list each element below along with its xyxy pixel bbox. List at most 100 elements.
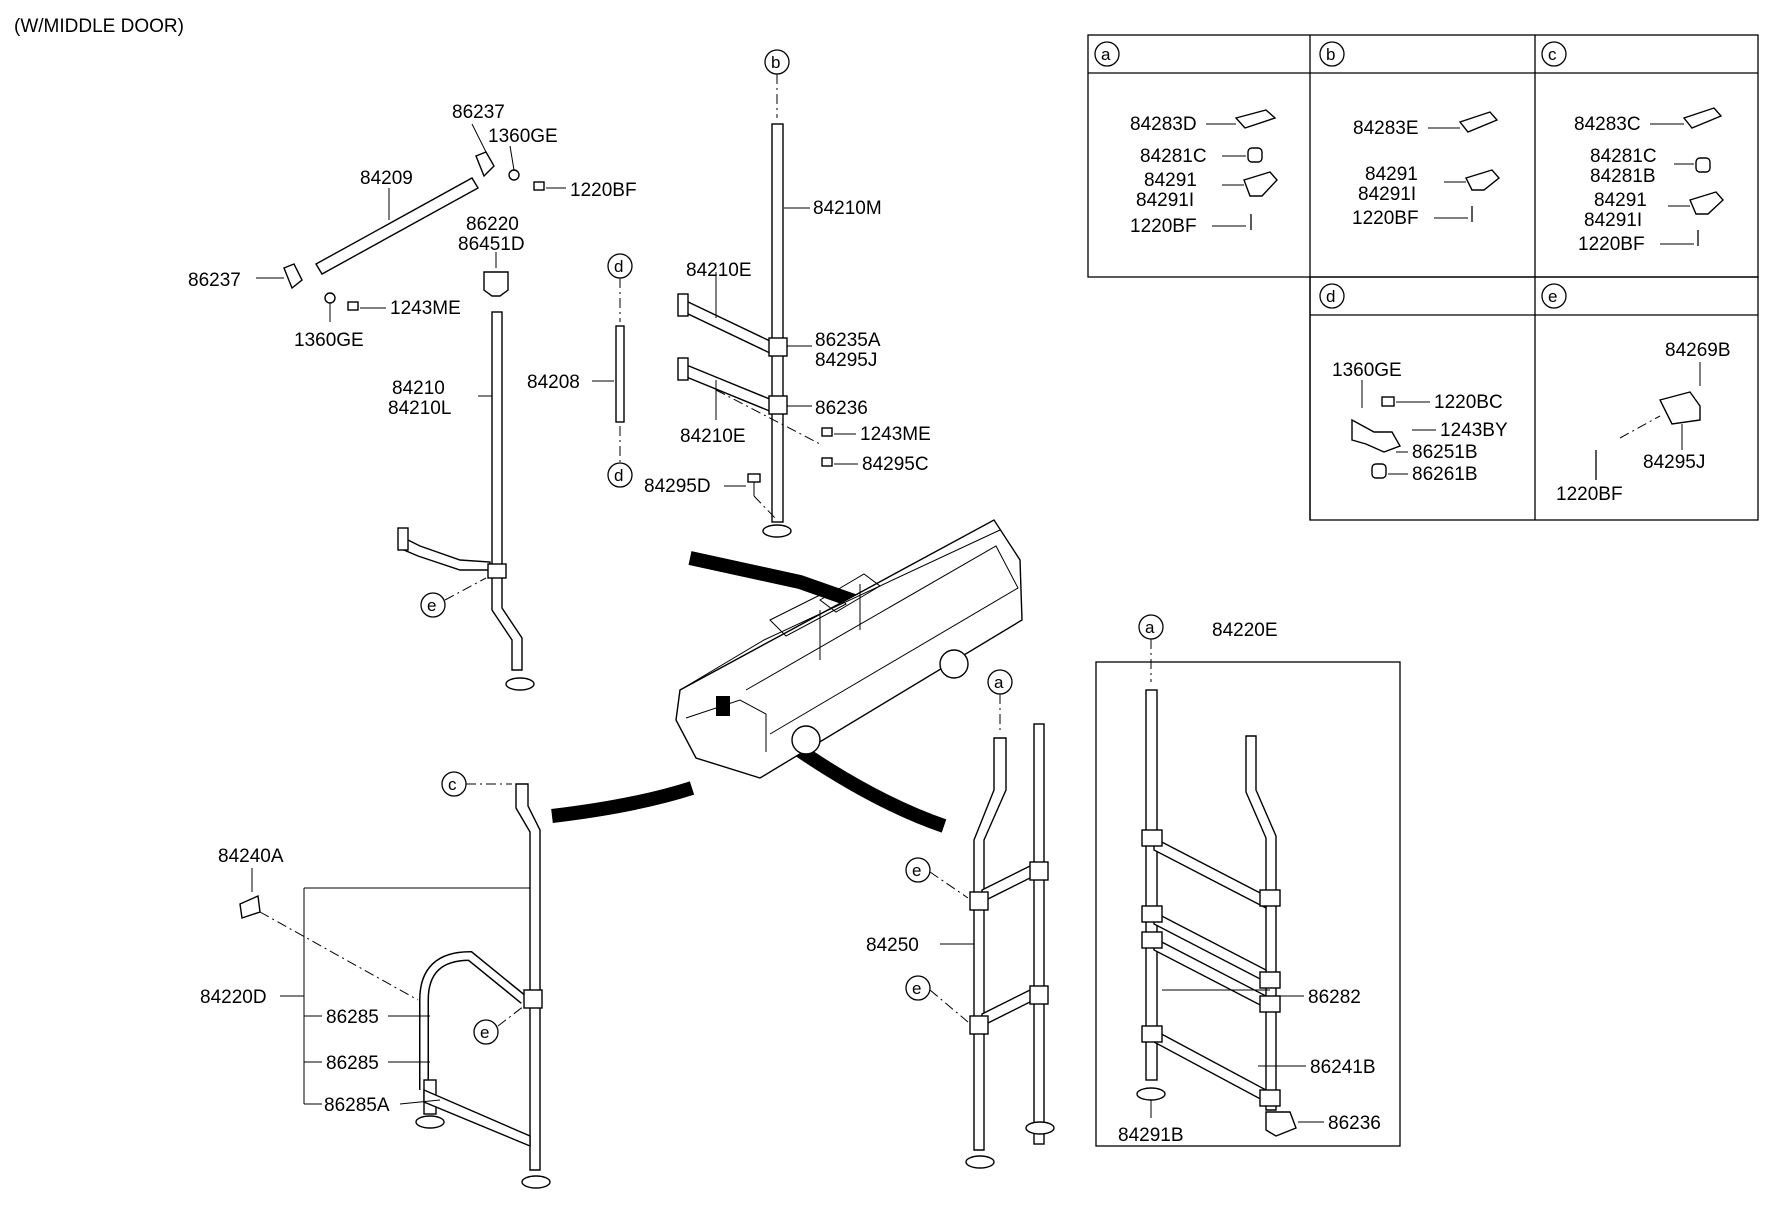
ref-letter-b: b xyxy=(1326,45,1335,64)
pole-84210-tube xyxy=(491,311,503,569)
cell-d-label-1: 1360GE xyxy=(1332,360,1402,381)
label-84295D: 84295D xyxy=(644,476,711,497)
cell-d-label-3: 1243BY xyxy=(1440,420,1508,441)
label-1243ME-mid: 1243ME xyxy=(860,424,931,445)
detail-table: a 84283D 84281C 84291 84291I 1220BF b 84… xyxy=(1087,34,1759,521)
detail-cell-d: d 1360GE 1220BC 1243BY 86251B 86261B xyxy=(1319,283,1508,485)
ref-letter-c-main: c xyxy=(448,775,457,794)
pole-84210M-foot xyxy=(762,524,792,538)
bracket-84283D-icon xyxy=(1234,109,1277,129)
ref-letter-d-top: d xyxy=(614,257,623,276)
detail-cell-a: a 84283D 84281C 84291 84291I 1220BF xyxy=(1094,41,1278,237)
detail-cell-e: e 84269B 84295J 1220BF xyxy=(1541,283,1731,505)
label-86241B: 86241B xyxy=(1310,1057,1376,1078)
ref-letter-a-84250: a xyxy=(994,673,1004,692)
clamp-e-84220D xyxy=(523,989,543,1009)
cell-c-label-2: 84281C xyxy=(1590,146,1657,167)
label-84291B: 84291B xyxy=(1118,1125,1184,1146)
arm-84210E-lower xyxy=(683,362,773,414)
bar-86285A xyxy=(423,1088,531,1148)
label-1243ME-left: 1243ME xyxy=(390,298,461,319)
rod-84208: d 84208 d xyxy=(527,253,633,488)
label-86285-2: 86285 xyxy=(326,1053,379,1074)
cell-b-label-1: 84283E xyxy=(1353,118,1419,139)
pole-84210-flange xyxy=(397,527,409,551)
label-84250: 84250 xyxy=(866,935,919,956)
label-86285-1: 86285 xyxy=(326,1007,379,1028)
bracket-84283E-icon xyxy=(1458,111,1499,133)
bolt-1220BF-top xyxy=(533,181,545,191)
pole-84210-clamp xyxy=(487,563,507,579)
bolt-1243ME-mid xyxy=(821,427,833,437)
pole-84220E-left xyxy=(1145,689,1158,1081)
washer-1360GE-top xyxy=(508,169,520,181)
ref-letter-e: e xyxy=(1548,287,1557,306)
pole-84210-arm xyxy=(403,536,491,571)
label-1360GE-top: 1360GE xyxy=(488,126,558,147)
roof-hatch-1 xyxy=(769,589,847,637)
label-86220: 86220 xyxy=(466,214,519,235)
ref-letter-e-84250-lower: e xyxy=(912,979,921,998)
washer-1360GE-left xyxy=(324,292,336,304)
cell-a-label-4: 84291I xyxy=(1136,190,1194,211)
bolt-84295C xyxy=(821,457,833,467)
cap-84281C-icon xyxy=(1247,147,1263,163)
rung-84250-upper xyxy=(981,862,1035,904)
label-84210M: 84210M xyxy=(813,198,882,219)
bracket-86237-left xyxy=(283,263,303,290)
pointer-wedge-left xyxy=(551,781,695,823)
bolt-1243ME-left xyxy=(347,301,359,311)
assembly-84250: a e e 84250 xyxy=(866,669,1055,1169)
cell-e-label-1: 84269B xyxy=(1665,340,1731,361)
box-84220E xyxy=(1095,661,1401,1147)
clamp-86235A xyxy=(768,337,788,357)
flange-upper xyxy=(677,293,689,317)
pole-84210M: b 84210M 84210E 86235A 84295J 86236 8421… xyxy=(644,49,931,538)
ref-letter-e-84250-upper: e xyxy=(912,861,921,880)
pole-84220D-foot xyxy=(521,1175,551,1189)
bracket-84283C-icon xyxy=(1682,107,1723,129)
label-84210E-lower: 84210E xyxy=(680,426,746,447)
ref-circle-c xyxy=(1541,41,1567,67)
label-86237-top: 86237 xyxy=(452,102,505,123)
diagram-title: (W/MIDDLE DOOR) xyxy=(14,16,184,37)
clip-84240A xyxy=(239,894,261,919)
pole-84250-left xyxy=(973,737,1007,1151)
cell-e-label-2: 84295J xyxy=(1643,452,1705,473)
pole-84210-foot xyxy=(505,677,535,691)
flange-lower xyxy=(677,357,689,381)
ref-circle-e-84250-upper xyxy=(905,857,931,883)
label-84210L: 84210L xyxy=(388,398,451,419)
rung-84220E-4 xyxy=(1153,1028,1267,1104)
label-84220D: 84220D xyxy=(200,987,267,1008)
cell-d-label-5: 86261B xyxy=(1412,464,1478,485)
bracket-86237-top xyxy=(475,151,495,178)
label-84220E: 84220E xyxy=(1212,620,1278,641)
rod-84208-tube xyxy=(615,325,625,423)
bus-door-marker xyxy=(716,696,730,716)
base-84291-c-icon xyxy=(1689,191,1724,215)
bus-wheel-rear xyxy=(939,649,969,679)
cap-84281-icon xyxy=(1695,157,1711,173)
ref-letter-d: d xyxy=(1326,287,1335,306)
cell-c-label-5: 84291I xyxy=(1584,210,1642,231)
screw-84295D xyxy=(747,473,761,483)
rung-84250-lower xyxy=(981,986,1035,1028)
assembly-84220D: c e 84220D 86285 86285 86285A 84240A xyxy=(200,771,551,1189)
clamp-84295J-icon xyxy=(1658,391,1701,425)
bolt-1220BC-icon xyxy=(1381,396,1395,407)
pole-84250-right xyxy=(1033,723,1045,1145)
label-86237-left: 86237 xyxy=(188,270,241,291)
cell-b-label-2: 84291 xyxy=(1365,164,1418,185)
ref-letter-b: b xyxy=(771,53,780,72)
cell-c-label-3: 84281B xyxy=(1590,166,1656,187)
ref-letter-a-84220E: a xyxy=(1145,618,1155,637)
label-1360GE-left: 1360GE xyxy=(294,330,364,351)
label-86236-right: 86236 xyxy=(1328,1113,1381,1134)
cell-c-label-6: 1220BF xyxy=(1578,234,1645,255)
pole-84250-left-foot xyxy=(965,1155,995,1169)
pole-84220E-right xyxy=(1245,735,1277,1111)
bar-84209 xyxy=(315,177,479,275)
base-84291-b-icon xyxy=(1465,169,1501,191)
cell-c-label-1: 84283C xyxy=(1574,114,1641,135)
